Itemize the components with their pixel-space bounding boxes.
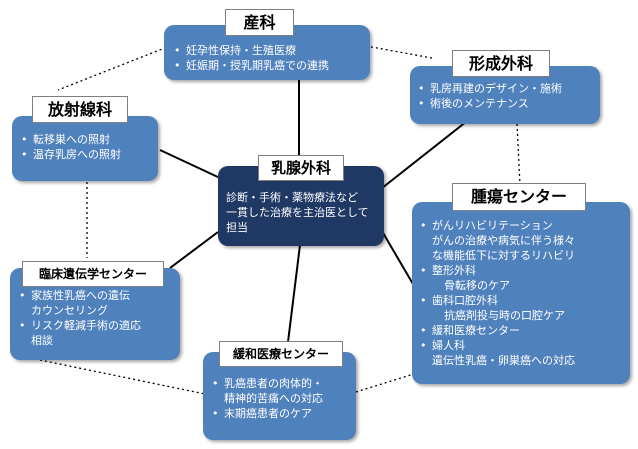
obstetrics-plastic-dotted: [365, 45, 433, 59]
plastic-surgery-item: •術後のメンテナンス: [418, 97, 529, 110]
tumor-center-subitem: 骨転移のケア: [444, 279, 510, 292]
breast-surgery-line: 診断・手術・薬物療法など: [226, 191, 358, 204]
tumor-center-subitem: 遺伝性乳癌・卵巣癌への対応: [432, 354, 575, 367]
tumor-center-subitem: がんの治療や病気に伴う様々: [432, 234, 575, 247]
tumor-center-item: •歯科口腔外科: [420, 294, 498, 307]
obstetrics-title: 産科: [225, 9, 294, 36]
tumor-center-subitem: 抗癌剤投与時の口腔ケア: [444, 309, 565, 322]
plastic-tumor-dotted: [516, 123, 521, 186]
radiology-item: •転移巣への照射: [21, 133, 110, 146]
radiology-title: 放射線科: [32, 96, 128, 123]
tumor-center-box: •がんリハビリテーション がんの治療や病気に伴う様々 な機能低下に対するリハビリ…: [412, 202, 630, 384]
tumor-center-item: •整形外科: [420, 264, 476, 277]
center-to-palliative-line: [287, 244, 301, 343]
palliative-tumor-dotted: [355, 371, 421, 393]
center-to-radiology-line: [159, 149, 221, 179]
palliative-center-subitem: 精神的苦痛への対応: [224, 392, 323, 405]
obstetrics-item: •妊孕性保持・生殖医療: [174, 44, 296, 57]
tumor-center-item: •がんリハビリテーション: [420, 219, 553, 232]
genetics-center-item: •家族性乳癌への遺伝: [19, 289, 130, 302]
plastic-surgery-title: 形成外科: [452, 50, 550, 77]
genetics-center-subitem: カウンセリング: [31, 304, 108, 317]
center-to-plastic-line: [371, 113, 477, 197]
plastic-surgery-item: •乳房再建のデザイン・施術: [418, 82, 562, 95]
tumor-center-item: •緩和医療センター: [420, 324, 520, 337]
tumor-center-subitem: な機能低下に対するリハビリ: [432, 249, 575, 262]
radiology-item: •温存乳房への照射: [21, 148, 121, 161]
obstetrics-item: •妊娠期・授乳期乳癌での連携: [174, 59, 329, 72]
genetics-center-title: 臨床遺伝学センター: [22, 261, 164, 287]
breast-surgery-line: 担当: [226, 221, 248, 234]
tumor-center-title: 腫瘍センター: [452, 183, 586, 211]
center-to-genetics-line: [169, 231, 219, 269]
genetics-palliative-dotted: [39, 359, 211, 396]
tumor-center-item: •婦人科: [420, 339, 465, 352]
palliative-center-item: •末期癌患者のケア: [212, 407, 312, 420]
genetics-center-subitem: 相談: [31, 334, 53, 347]
obstetrics-box: •妊孕性保持・生殖医療 •妊娠期・授乳期乳癌での連携: [164, 25, 370, 80]
genetics-center-item: •リスク軽減手術の適応: [19, 319, 141, 332]
breast-surgery-title: 乳腺外科: [258, 155, 344, 181]
obstetrics-radiology-dotted: [57, 41, 181, 91]
palliative-center-item: •乳癌患者の肉体的・: [212, 377, 323, 390]
radiology-box: •転移巣への照射 •温存乳房への照射: [12, 116, 158, 181]
palliative-center-title: 緩和医療センター: [219, 341, 343, 367]
breast-surgery-line: 一貫した治療を主治医として: [226, 206, 369, 219]
